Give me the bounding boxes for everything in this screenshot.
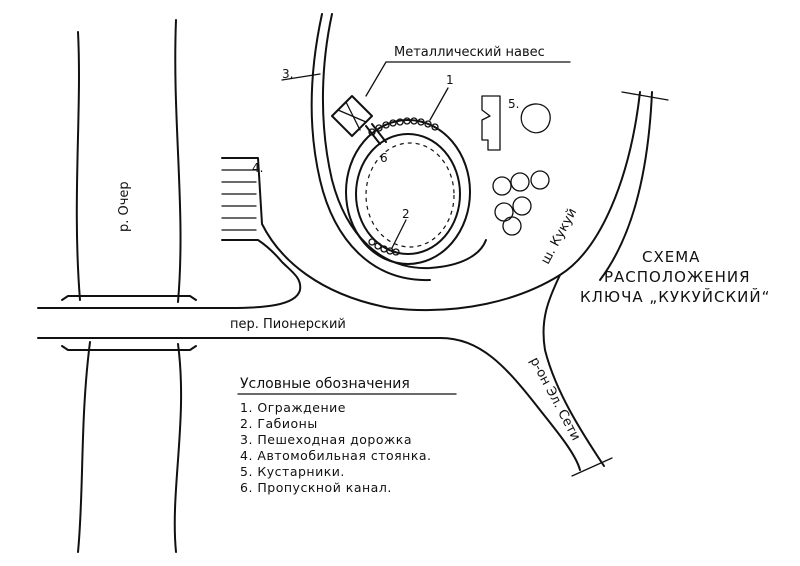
canopy <box>331 61 571 137</box>
river <box>61 19 197 553</box>
fence-ring <box>345 119 471 265</box>
parking <box>221 169 257 231</box>
shrubs <box>481 95 551 236</box>
gabions-top <box>368 117 439 136</box>
lane-road <box>37 91 653 471</box>
legend-item-4: 4. Автомобильная стоянка. <box>240 448 432 463</box>
gabions-bottom <box>368 238 400 256</box>
bridge-top <box>61 295 197 301</box>
title-line-2: РАСПОЛОЖЕНИЯ <box>604 268 751 286</box>
lane-label: пер. Пионерский <box>230 317 346 332</box>
title-line-3: КЛЮЧА „КУКУЙСКИЙ“ <box>580 287 770 306</box>
legend-item-2: 2. Габионы <box>240 416 318 431</box>
marker-2-leader <box>391 219 407 249</box>
channel <box>365 123 387 145</box>
highway-label: ш. Кукуй <box>538 206 580 267</box>
marker-6: 6 <box>380 151 388 165</box>
bridge-bottom <box>61 345 197 351</box>
road-end-marker-bottom <box>571 457 613 477</box>
legend-item-3: 3. Пешеходная дорожка <box>240 432 412 447</box>
legend-item-1: 1. Ограждение <box>240 400 346 415</box>
marker-2: 2 <box>402 207 410 221</box>
legend-heading: Условные обозначения <box>240 376 410 392</box>
legend-item-5: 5. Кустарники. <box>240 464 345 479</box>
title-line-1: СХЕМА <box>642 248 700 266</box>
marker-1-leader <box>429 87 449 121</box>
marker-3-leader <box>281 73 321 81</box>
river-label: р. Очер <box>117 181 132 232</box>
marker-5: 5. <box>508 97 519 111</box>
road-end-marker-top <box>621 91 669 101</box>
marker-3: 3. <box>282 67 293 81</box>
canopy-label: Металлический навес <box>394 45 545 60</box>
marker-4: 4. <box>252 161 263 175</box>
legend-item-6: 6. Пропускной канал. <box>240 480 392 495</box>
marker-1: 1 <box>446 73 454 87</box>
